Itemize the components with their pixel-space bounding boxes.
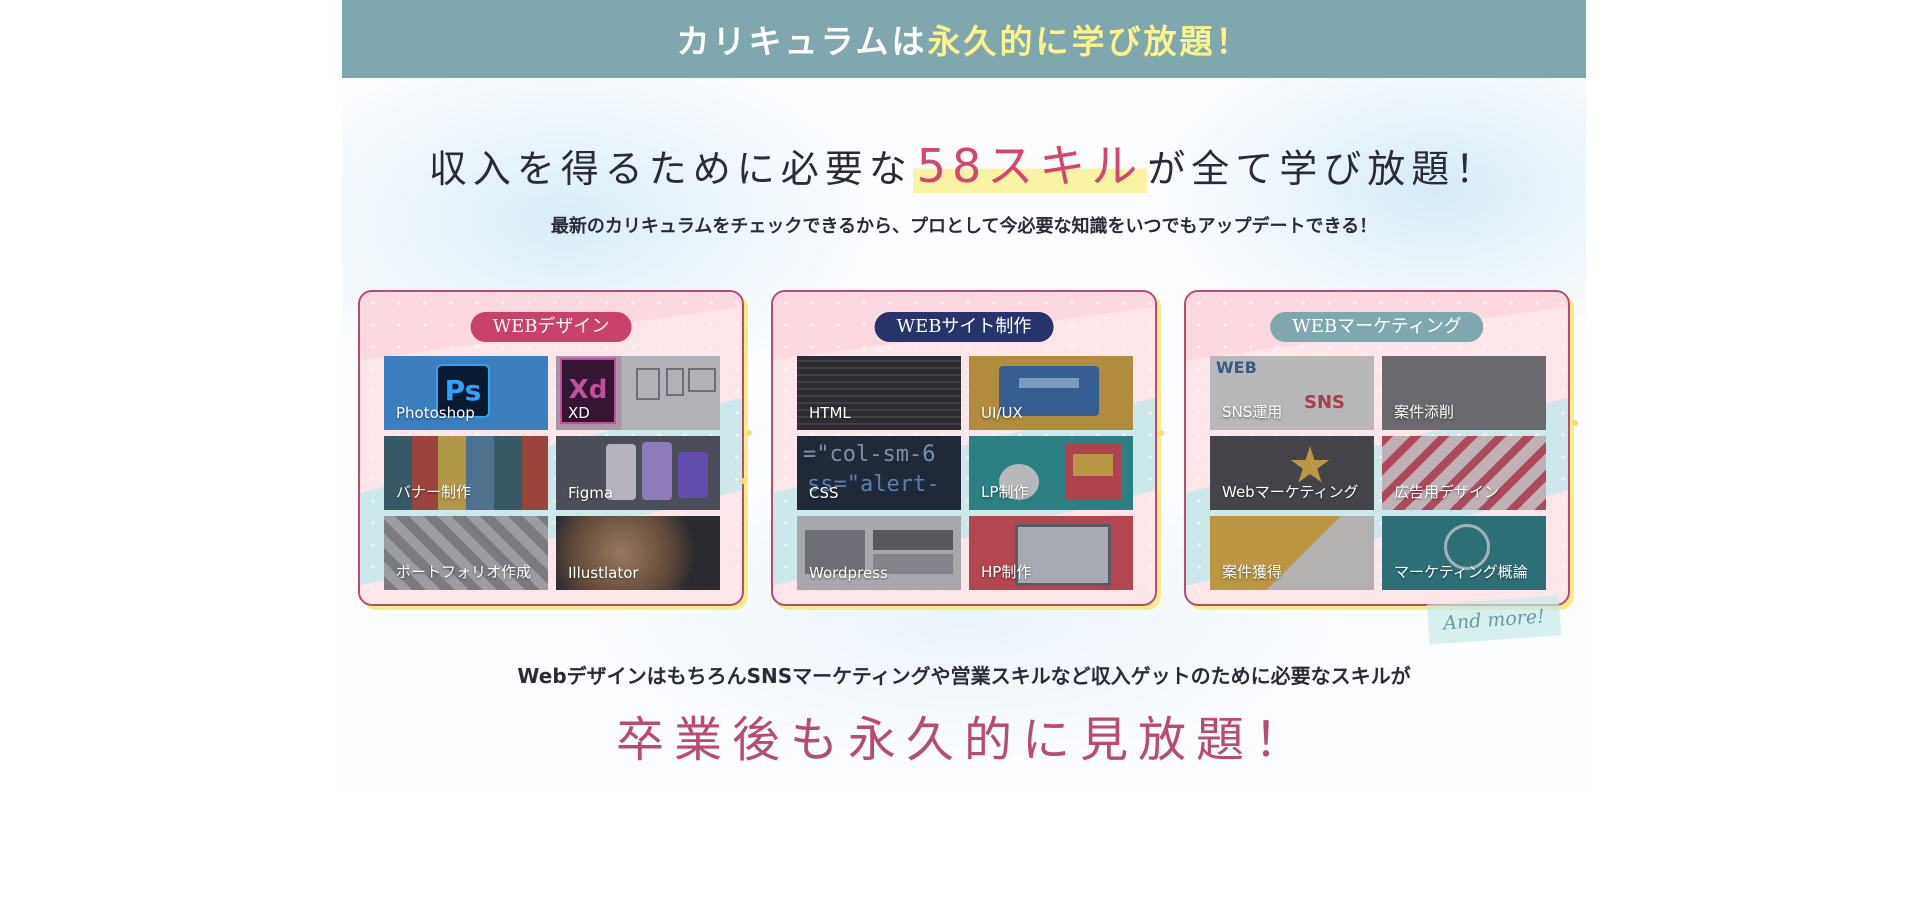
banner-art: [384, 436, 548, 510]
skill-label: バナー制作: [396, 483, 472, 501]
headline: 収入を得るために必要な58スキルが全て学び放題！: [342, 130, 1586, 196]
photoshop-icon: Ps: [436, 364, 490, 418]
bottom-description: WebデザインはもちろんSNSマーケティングや営業スキルなど収入ゲットのために必…: [517, 664, 1411, 688]
skill-label: 案件獲得: [1222, 563, 1283, 581]
skill-label: Figma: [568, 484, 614, 502]
skill-tile-portfolio[interactable]: ポートフォリオ作成: [384, 516, 548, 590]
headline-pre: 収入を得るために必要な: [428, 147, 913, 191]
decoration-dot: [1572, 420, 1578, 426]
skill-tile-css[interactable]: ="col-sm-6 ss="alert- CSS: [797, 436, 961, 510]
skill-tile-illustrator[interactable]: Illustlator: [556, 516, 720, 590]
skill-label: 案件添削: [1394, 403, 1455, 421]
photoshop-art: Ps: [384, 356, 548, 430]
top-banner: カリキュラムは永久的に学び放題！: [342, 0, 1586, 78]
lp-art: [969, 436, 1133, 510]
bottom-tagline: 卒業後も永久的に見放題！: [615, 712, 1312, 768]
review-art: [1382, 356, 1546, 430]
skill-label: HTML: [809, 404, 851, 422]
wireframe-icon: [666, 368, 684, 396]
subtext: 最新のカリキュラムをチェックできるから、プロとして今必要な知識をいつでもアップデ…: [550, 216, 1378, 237]
skill-tile-photoshop[interactable]: Ps Photoshop: [384, 356, 548, 430]
category-card-web-marketing: WEBマーケティング WEB SNS SNS運用 案件添削 Webマーケティング: [1184, 290, 1570, 606]
skill-label: SNS運用: [1222, 403, 1283, 421]
skill-tile-banner[interactable]: バナー制作: [384, 436, 548, 510]
banner-text-emphasis: 永久的に学び放題！: [927, 22, 1252, 61]
css-art: ="col-sm-6 ss="alert-: [797, 436, 961, 510]
skill-label: Webマーケティング: [1222, 483, 1359, 501]
uiux-art: [969, 356, 1133, 430]
ad-design-art: [1382, 436, 1546, 510]
banner-text-lead: カリキュラムは: [676, 22, 928, 61]
web-marketing-art: [1210, 436, 1374, 510]
html-art: [797, 356, 961, 430]
category-card-web-site: WEBサイト制作 HTML UI/UX ="col-sm-6 ss="alert…: [771, 290, 1157, 606]
figma-art: [556, 436, 720, 510]
skill-grid: HTML UI/UX ="col-sm-6 ss="alert- CSS: [797, 356, 1133, 590]
headline-post: が全て学び放題！: [1147, 147, 1500, 191]
category-card-web-design: WEBデザイン Ps Photoshop Xd XD: [358, 290, 744, 606]
marketing-overview-art: [1382, 516, 1546, 590]
skill-label: HP制作: [981, 563, 1032, 581]
skill-tile-review[interactable]: 案件添削: [1382, 356, 1546, 430]
skill-tile-sns[interactable]: WEB SNS SNS運用: [1210, 356, 1374, 430]
skill-label: マーケティング概論: [1394, 563, 1528, 581]
skill-label: XD: [568, 404, 590, 422]
category-title: WEBサイト制作: [874, 312, 1054, 342]
headline-highlight: 58スキル: [912, 139, 1148, 193]
skill-tile-figma[interactable]: Figma: [556, 436, 720, 510]
skill-tile-uiux[interactable]: UI/UX: [969, 356, 1133, 430]
wireframe-icon: [688, 368, 716, 392]
skill-tile-ad-design[interactable]: 広告用デザイン: [1382, 436, 1546, 510]
decoration-dot: [740, 478, 746, 484]
sns-art: WEB SNS: [1210, 356, 1374, 430]
skill-tile-acquisition[interactable]: 案件獲得: [1210, 516, 1374, 590]
skill-label: ポートフォリオ作成: [396, 563, 532, 581]
lightbulb-icon: [1444, 524, 1490, 570]
category-title: WEBデザイン: [470, 312, 632, 342]
hp-art: [969, 516, 1133, 590]
skill-tile-marketing-overview[interactable]: マーケティング概論: [1382, 516, 1546, 590]
wireframe-icon: [636, 368, 660, 400]
illustrator-art: [556, 516, 720, 590]
skill-label: Wordpress: [809, 564, 888, 582]
skill-grid: WEB SNS SNS運用 案件添削 Webマーケティング 広告用: [1210, 356, 1546, 590]
skill-tile-wordpress[interactable]: Wordpress: [797, 516, 961, 590]
skill-tile-hp[interactable]: HP制作: [969, 516, 1133, 590]
portfolio-art: [384, 516, 548, 590]
skill-label: Photoshop: [396, 404, 475, 422]
acquisition-art: [1210, 516, 1374, 590]
xd-icon: Xd: [560, 358, 616, 424]
skill-tile-xd[interactable]: Xd XD: [556, 356, 720, 430]
skill-tile-web-marketing[interactable]: Webマーケティング: [1210, 436, 1374, 510]
skill-label: CSS: [809, 484, 839, 502]
skill-tile-lp[interactable]: LP制作: [969, 436, 1133, 510]
xd-art: Xd: [556, 356, 720, 430]
category-title: WEBマーケティング: [1270, 312, 1484, 342]
skill-label: Illustlator: [568, 564, 639, 582]
skill-tile-html[interactable]: HTML: [797, 356, 961, 430]
decoration-dot: [1158, 430, 1164, 436]
wordpress-art: [797, 516, 961, 590]
skill-label: LP制作: [981, 483, 1029, 501]
skill-label: 広告用デザイン: [1394, 483, 1500, 501]
skill-grid: Ps Photoshop Xd XD バナー制作: [384, 356, 720, 590]
decoration-dot: [746, 430, 752, 436]
skill-label: UI/UX: [981, 404, 1023, 422]
